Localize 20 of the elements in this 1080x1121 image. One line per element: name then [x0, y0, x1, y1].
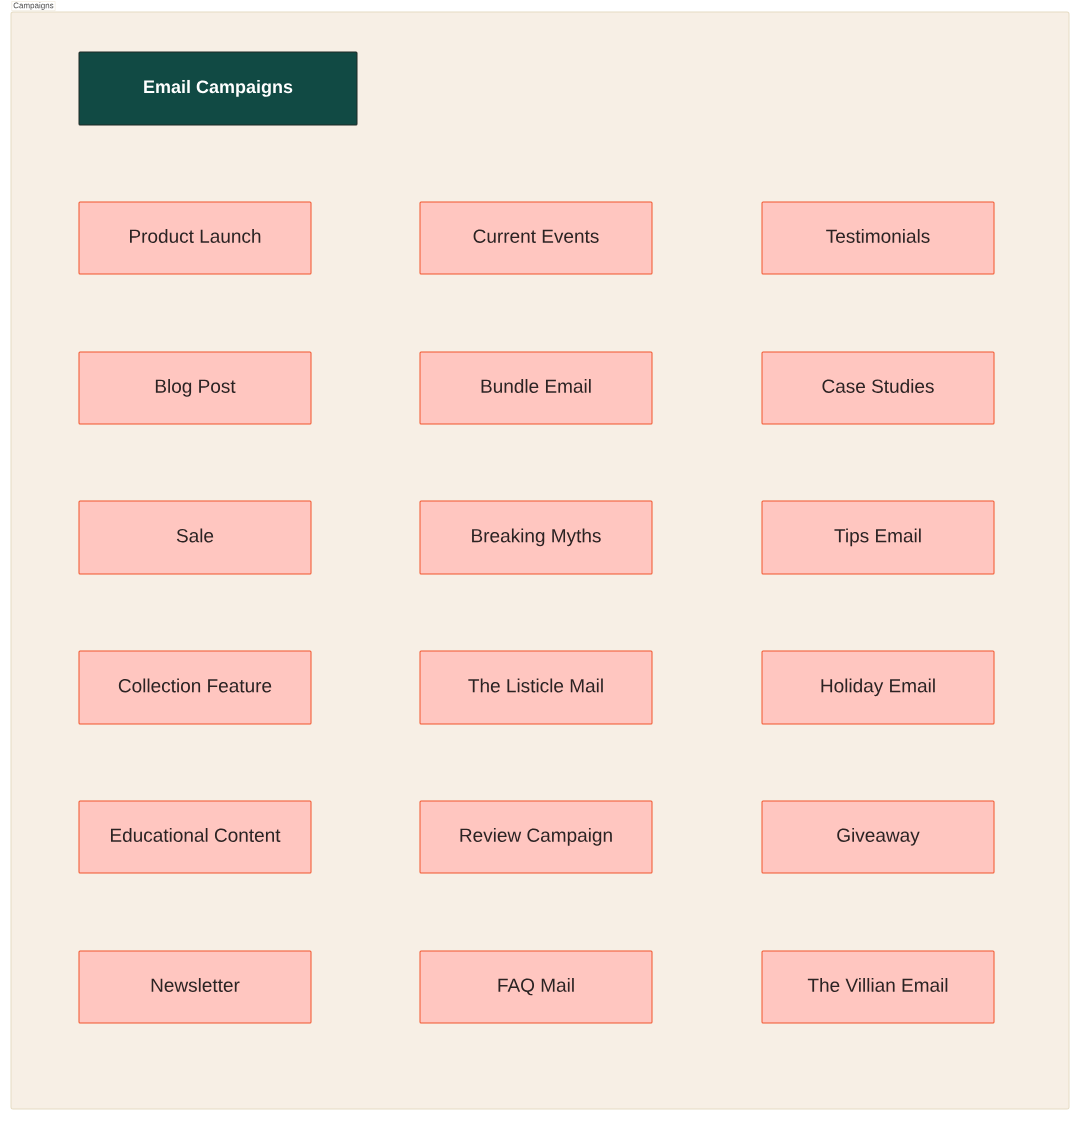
category-box: Educational Content [78, 800, 312, 874]
category-box: Tips Email [761, 500, 995, 575]
category-box: Sale [78, 500, 312, 575]
frame-label: Campaigns [11, 1, 56, 11]
category-box: Current Events [419, 201, 653, 275]
category-box: Bundle Email [419, 351, 653, 425]
category-box: Giveaway [761, 800, 995, 874]
category-box: Holiday Email [761, 650, 995, 725]
category-box: Product Launch [78, 201, 312, 275]
category-box: Collection Feature [78, 650, 312, 725]
category-box: Blog Post [78, 351, 312, 425]
category-box: The Listicle Mail [419, 650, 653, 725]
category-box: Review Campaign [419, 800, 653, 874]
category-box: Testimonials [761, 201, 995, 275]
category-box: Newsletter [78, 950, 312, 1024]
category-box: Case Studies [761, 351, 995, 425]
category-box: FAQ Mail [419, 950, 653, 1024]
title-box: Email Campaigns [78, 51, 358, 126]
category-box: The Villian Email [761, 950, 995, 1024]
category-box: Breaking Myths [419, 500, 653, 575]
